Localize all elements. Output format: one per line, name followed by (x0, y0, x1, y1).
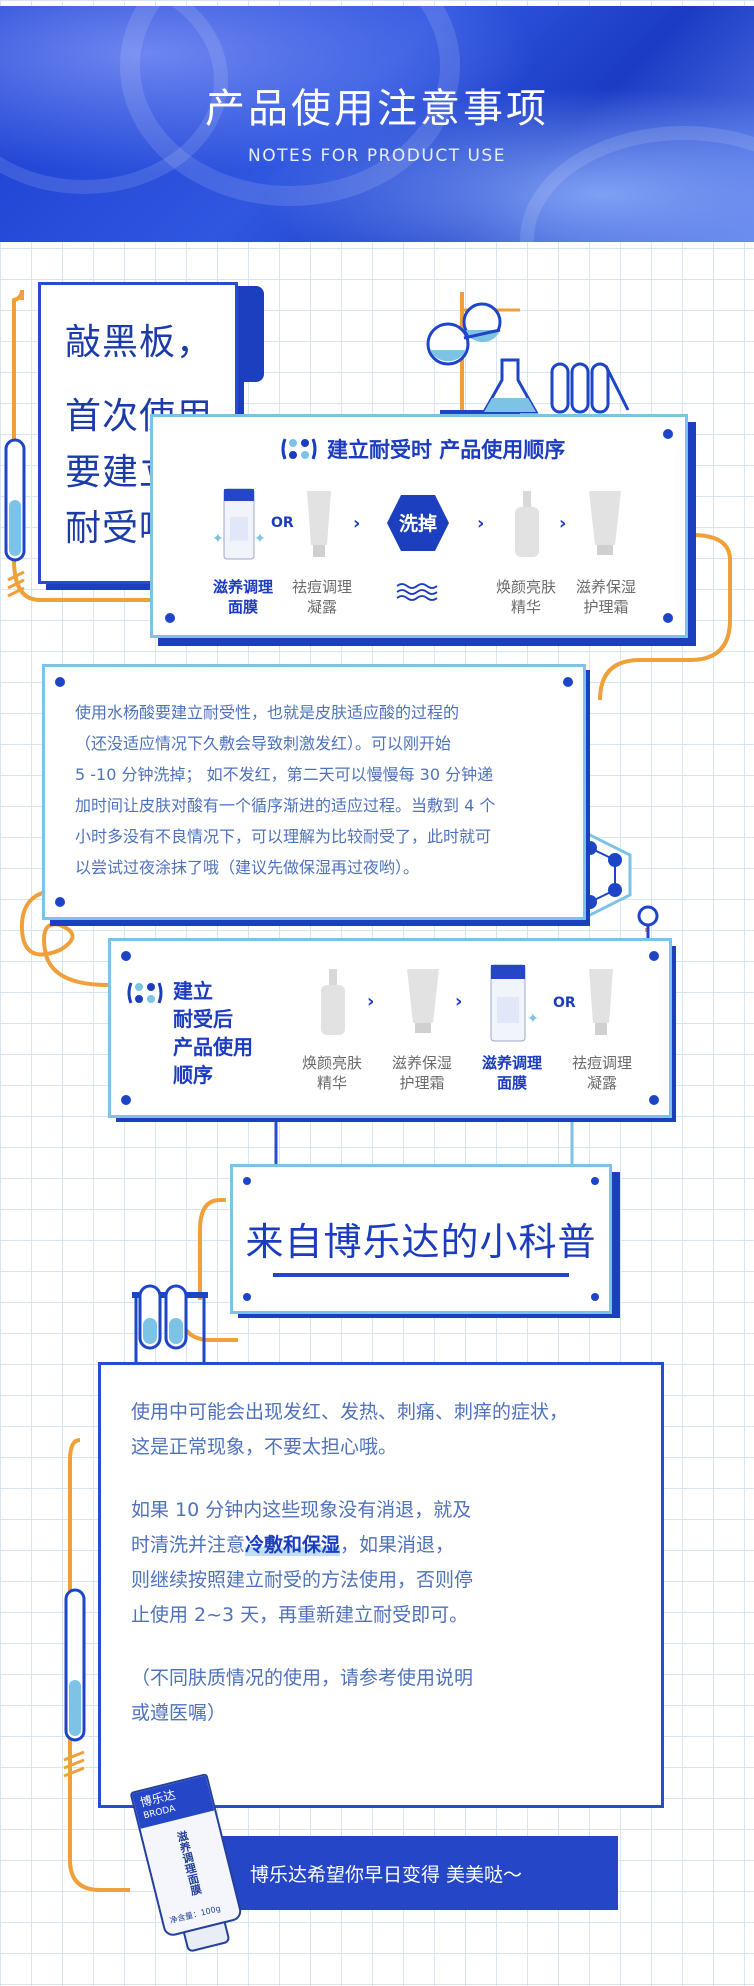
arrow-icon: › (455, 991, 463, 1012)
footer-text: 博乐达希望你早日变得 美美哒～ (250, 1863, 523, 1886)
step-label: 祛痘调理 (571, 1054, 632, 1072)
rivet (591, 1293, 599, 1301)
step-label: 面膜 (227, 598, 258, 616)
mask-tube-icon: ✦ (483, 963, 547, 1047)
binder-clip (238, 286, 264, 382)
science-title: 来自博乐达的小科普 (245, 1220, 597, 1264)
section1-panel: 建立耐受时 产品使用顺序 ✦✦ OR › 洗掉 › › 滋养调理 面膜 祛痘调理… (150, 414, 688, 638)
info-panel: 使用水杨酸要建立耐受性，也就是皮肤适应酸的过程的 （还没适应情况下久敷会导致刺激… (42, 664, 586, 920)
section2-title-line: 建立 (173, 979, 213, 1003)
notes-line: 则继续按照建立耐受的方法使用，否则停 (131, 1569, 474, 1591)
page-subtitle: NOTES FOR PRODUCT USE (248, 146, 506, 166)
section1-title: 建立耐受时 产品使用顺序 (327, 438, 566, 462)
highlight-text: 冷敷和保湿 (245, 1534, 341, 1556)
notes-line: 如果 10 分钟内这些现象没有消退，就及 (131, 1499, 472, 1521)
notes-text: 时清洗并注意 (131, 1534, 246, 1556)
svg-text:✦: ✦ (527, 1011, 539, 1027)
notes-line: 或遵医嘱） (131, 1702, 227, 1724)
rivet (243, 1177, 251, 1185)
water-wave-icon (395, 581, 443, 607)
info-line: 使用水杨酸要建立耐受性，也就是皮肤适应酸的过程的 (75, 703, 460, 722)
notes-line: 这是正常现象，不要太担心哦。 (131, 1436, 398, 1458)
step-label: 面膜 (496, 1074, 527, 1092)
title-underline (273, 1273, 569, 1277)
footer-banner: 博乐达希望你早日变得 美美哒～ (210, 1836, 618, 1910)
wash-label: 洗掉 (398, 513, 437, 535)
tube-name: 滋养调理面膜 (174, 1829, 204, 1897)
or-label: OR (271, 515, 294, 531)
arrow-icon: › (353, 513, 361, 534)
rivet (649, 951, 659, 961)
step-label: 滋养调理 (212, 578, 273, 596)
rivet (121, 951, 131, 961)
serum-bottle-icon (311, 967, 355, 1043)
molecule-icon (281, 438, 317, 460)
step-label: 焕颜亮肤 (301, 1054, 362, 1072)
section2-panel: 建立 耐受后 产品使用 顺序 › › ✦ OR 焕颜亮肤 精华 滋养保湿 护理霜… (108, 938, 672, 1118)
notes-text: ，如果消退， (340, 1534, 455, 1556)
info-line: 5 -10 分钟洗掉； 如不发红，第二天可以慢慢每 30 分钟递 (75, 765, 494, 784)
step-label: 凝露 (586, 1074, 617, 1092)
section2-title-line: 顺序 (173, 1063, 213, 1087)
step-label: 护理霜 (583, 598, 629, 616)
step-label: 滋养调理 (481, 1054, 542, 1072)
notes-line: （不同肤质情况的使用，请参考使用说明 (131, 1667, 474, 1689)
notes-line: 使用中可能会出现发红、发热、刺痛、刺痒的症状， (131, 1401, 569, 1423)
arrow-icon: › (559, 513, 567, 534)
cream-tube-icon (583, 489, 627, 565)
rivet (121, 1095, 131, 1105)
rivet (649, 1095, 659, 1105)
rivet (55, 677, 65, 687)
info-text: 使用水杨酸要建立耐受性，也就是皮肤适应酸的过程的 （还没适应情况下久敷会导致刺激… (75, 697, 495, 883)
step-label: 祛痘调理 (291, 578, 352, 596)
svg-text:✦: ✦ (212, 531, 224, 547)
notes-line: 时清洗并注意冷敷和保湿，如果消退， (131, 1528, 568, 1563)
rivet (165, 613, 175, 623)
info-line: 小时多没有不良情况下，可以理解为比较耐受了，此时就可 (75, 827, 492, 846)
rivet (591, 1177, 599, 1185)
serum-bottle-icon (505, 489, 549, 565)
info-line: （还没适应情况下久敷会导致刺激发红）。可以刚开始 (75, 734, 452, 753)
wash-hexagon: 洗掉 (385, 493, 451, 557)
svg-text:✦: ✦ (254, 531, 266, 547)
page-title: 产品使用注意事项 (205, 86, 549, 132)
step-label: 滋养保湿 (391, 1054, 452, 1072)
rivet (663, 613, 673, 623)
info-line: 加时间让皮肤对酸有一个循序渐进的适应过程。当敷到 4 个 (75, 796, 496, 815)
rivet (563, 677, 573, 687)
step-label: 滋养保湿 (575, 578, 636, 596)
mask-tube-icon: ✦✦ (208, 487, 268, 563)
section2-title-line: 耐受后 (173, 1007, 233, 1031)
science-panel: 来自博乐达的小科普 (230, 1164, 612, 1314)
rivet (55, 897, 65, 907)
step-label: 焕颜亮肤 (495, 578, 556, 596)
blackboard-line-1: 敲黑板， (65, 322, 214, 363)
rivet (243, 1293, 251, 1301)
arrow-icon: › (367, 991, 375, 1012)
section2-title: 建立 耐受后 产品使用 顺序 (173, 977, 253, 1089)
notes-panel: 使用中可能会出现发红、发热、刺痛、刺痒的症状， 这是正常现象，不要太担心哦。 如… (98, 1362, 664, 1808)
cream-tube-icon (401, 967, 445, 1043)
header-banner: 产品使用注意事项 NOTES FOR PRODUCT USE (0, 6, 754, 242)
step-label: 护理霜 (399, 1074, 445, 1092)
info-line: 以尝试过夜涂抹了哦（建议先做保湿再过夜哟）。 (75, 858, 420, 877)
step-label: 凝露 (306, 598, 337, 616)
section2-title-line: 产品使用 (173, 1035, 253, 1059)
or-label: OR (553, 995, 576, 1011)
gel-tube-icon (299, 489, 339, 565)
molecule-icon (127, 982, 163, 1004)
step-label: 精华 (316, 1074, 347, 1092)
gel-tube-icon (581, 967, 621, 1043)
rivet (663, 429, 673, 439)
notes-line: 止使用 2~3 天，再重新建立耐受即可。 (131, 1604, 469, 1626)
step-label: 精华 (510, 598, 541, 616)
arrow-icon: › (477, 513, 485, 534)
